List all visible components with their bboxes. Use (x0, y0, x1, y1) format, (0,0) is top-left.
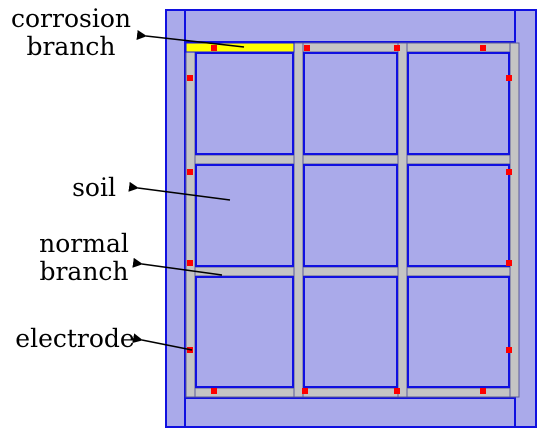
soil-label-text: soil (72, 173, 116, 202)
soil-cell (195, 276, 294, 388)
electrode-marker (506, 169, 512, 175)
soil-cell (303, 276, 398, 388)
soil-cell (303, 164, 398, 267)
soil-cell (407, 164, 510, 267)
corrosion-branch-label: corrosion branch (4, 5, 138, 61)
soil-cell (195, 164, 294, 267)
electrode-marker (506, 260, 512, 266)
electrode-marker (506, 347, 512, 353)
corrosion-branch-segment (185, 42, 295, 53)
vertical-branch (185, 42, 196, 398)
electrode-marker (187, 169, 193, 175)
electrode-marker (480, 388, 486, 394)
electrode-label-text: electrode (15, 324, 135, 353)
electrode-marker (480, 45, 486, 51)
electrode-marker (394, 45, 400, 51)
electrode-marker (187, 260, 193, 266)
soil-arrow (128, 181, 231, 201)
corrosion-branch-label-line2: branch (26, 32, 116, 61)
electrode-marker (394, 388, 400, 394)
normal-branch-label: normal branch (24, 230, 144, 286)
normal-branch-label-line1: normal (39, 229, 129, 258)
corrosion-branch-arrow (136, 30, 245, 48)
soil-cells (195, 52, 510, 388)
electrode-label: electrode (10, 325, 140, 353)
normal-branch-label-line2: branch (39, 257, 129, 286)
electrode-marker (211, 388, 217, 394)
normal-branch-arrow (132, 257, 223, 276)
corrosion-branch-label-line1: corrosion (11, 4, 131, 33)
electrode-marker (304, 45, 310, 51)
electrode-marker (187, 75, 193, 81)
horizontal-branch (185, 387, 520, 398)
left-boundary (165, 9, 186, 428)
soil-cell (407, 276, 510, 388)
electrode-marker (211, 45, 217, 51)
electrode-arrow (132, 333, 193, 351)
soil-cell (195, 52, 294, 155)
vertical-branch (509, 42, 520, 398)
vertical-branch (397, 42, 408, 398)
electrodes (187, 45, 512, 394)
electrode-marker (302, 388, 308, 394)
vertical-branch (293, 42, 304, 398)
horizontal-branch (185, 154, 520, 165)
horizontal-branch (185, 266, 520, 277)
soil-cell (407, 52, 510, 155)
electrode-marker (506, 75, 512, 81)
soil-cell (303, 52, 398, 155)
soil-label: soil (64, 174, 124, 202)
